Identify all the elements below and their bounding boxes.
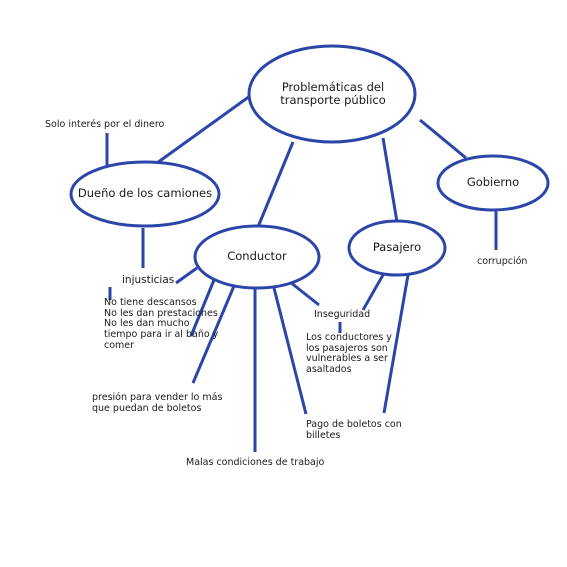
no-tiene-label: No tiene descansos No les dan prestacion… [104, 297, 219, 351]
injusticias-label: injusticias [122, 274, 175, 286]
node-gobierno-ellipse [436, 154, 550, 212]
no-tiene-line-5: comer [104, 339, 135, 351]
edge-root-dueno [149, 94, 251, 170]
node-pasajero-ellipse [347, 219, 447, 277]
presion-line-2: que puedan de boletos [92, 402, 202, 414]
malas-label: Malas condiciones de trabajo [186, 457, 325, 468]
edge-conductor-conductores-pasajeros [272, 287, 308, 415]
node-root-ellipse [247, 44, 417, 144]
conductores-line-4: asaltados [306, 363, 352, 375]
gobierno-label: Gobierno [466, 175, 520, 189]
edge-conductor-no-tiene [189, 279, 216, 337]
solo-interes-label: Solo interés por el dinero [45, 119, 165, 130]
edge-root-gobierno [419, 118, 467, 160]
root-label-line-2: transporte público [280, 92, 386, 107]
edge-conductor-injusticias [175, 266, 198, 285]
edge-pasajero-inseguridad [361, 274, 385, 311]
conductores-line-2: los pasajeros son [306, 342, 388, 354]
edge-conductor-presion [191, 285, 236, 384]
pago-line-2: billetes [306, 429, 341, 441]
conductores-line-3: vulnerables a ser [306, 353, 388, 365]
no-tiene-line-2: No les dan prestaciones [104, 307, 218, 319]
connectors [105, 94, 498, 452]
root-label-line-1: Problemáticas del [281, 80, 385, 94]
no-tiene-line-3: No les dan mucho [104, 318, 190, 330]
inseguridad-label: Inseguridad [314, 309, 371, 320]
root-label: Problemáticas del transporte público [280, 81, 386, 107]
conductores-line-1: Los conductores y [306, 332, 392, 343]
edge-root-pasajero [381, 137, 399, 223]
presion-line-1: presión para vender lo más [92, 392, 223, 403]
pasajero-label: Pasajero [372, 240, 422, 254]
edge-root-conductor [256, 141, 295, 228]
pago-line-1: Pago de boletos con [306, 419, 402, 430]
pago-label: Pago de boletos con billetes [306, 419, 402, 441]
dueno-label: Dueño de los camiones [77, 186, 213, 200]
node-dueno-ellipse [69, 160, 221, 228]
presion-label: presión para vender lo más que puedan de… [92, 392, 223, 414]
corrupcion-label: corrupción [477, 256, 528, 267]
conductores-pasajeros-label: Los conductores y los pasajeros son vuln… [306, 332, 392, 376]
edge-pasajero-pago [382, 274, 410, 414]
node-conductor-ellipse [193, 224, 321, 290]
no-tiene-line-4: tiempo para ir al baño y [104, 328, 219, 340]
no-tiene-line-1: No tiene descansos [104, 297, 197, 308]
conductor-label: Conductor [227, 249, 287, 263]
edge-conductor-inseguridad [289, 280, 320, 307]
